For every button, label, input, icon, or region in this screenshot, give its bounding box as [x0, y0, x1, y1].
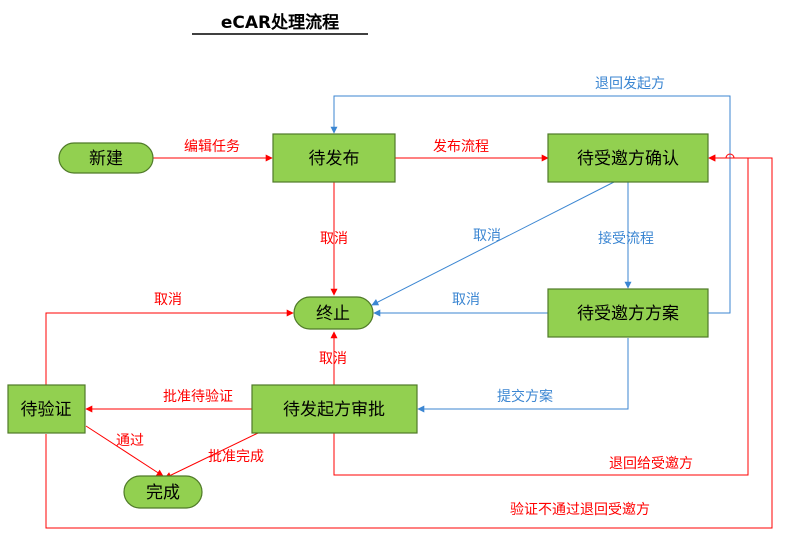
node-pending-invitee-confirm	[547, 133, 709, 183]
node-pending-initiator-approve-label: 待发起方审批	[283, 400, 385, 420]
label-cancel-approve: 取消	[319, 351, 347, 367]
label-edit-task: 编辑任务	[184, 139, 240, 155]
node-terminated-label: 终止	[316, 304, 350, 324]
label-cancel-publish: 取消	[320, 231, 348, 247]
node-pending-publish-label: 待发布	[309, 149, 360, 169]
node-pending-publish	[272, 133, 396, 183]
label-verify-fail-return: 验证不通过退回受邀方	[510, 502, 650, 518]
node-new-label: 新建	[89, 149, 123, 169]
node-pending-invitee-confirm-label: 待受邀方确认	[577, 149, 679, 169]
edge-approve-done	[164, 432, 259, 479]
edge-return-initiator	[330, 95, 731, 314]
edge-cancel-verify	[45, 309, 294, 385]
label-approve-done: 批准完成	[208, 449, 264, 465]
node-done	[123, 475, 203, 509]
node-pending-verify-label: 待验证	[21, 400, 72, 420]
label-cancel-plan: 取消	[452, 292, 480, 308]
node-pending-initiator-approve	[251, 384, 418, 434]
label-approve-to-verify: 批准待验证	[163, 389, 233, 405]
label-submit-plan: 提交方案	[497, 388, 553, 405]
label-cancel-confirm: 取消	[473, 228, 501, 244]
edge-cancel-confirm	[371, 181, 615, 306]
label-return-invitee: 退回给受邀方	[609, 456, 693, 472]
node-pending-invitee-plan-label: 待受邀方方案	[577, 304, 679, 324]
label-accept-flow: 接受流程	[598, 230, 654, 247]
label-pass: 通过	[116, 433, 144, 449]
node-pending-verify	[7, 384, 86, 434]
label-return-initiator: 退回发起方	[595, 76, 665, 92]
label-cancel-verify: 取消	[154, 292, 182, 308]
edge-pass	[85, 425, 164, 477]
node-terminated	[293, 296, 374, 330]
node-pending-invitee-plan	[547, 288, 709, 338]
edge-verify-fail-return	[45, 158, 773, 529]
node-done-label: 完成	[146, 483, 180, 503]
edge-jump-arc	[725, 153, 740, 159]
label-publish-flow: 发布流程	[433, 139, 489, 155]
diagram-title: eCAR处理流程	[221, 12, 339, 33]
node-new	[58, 142, 154, 174]
edge-submit-plan	[417, 338, 629, 413]
